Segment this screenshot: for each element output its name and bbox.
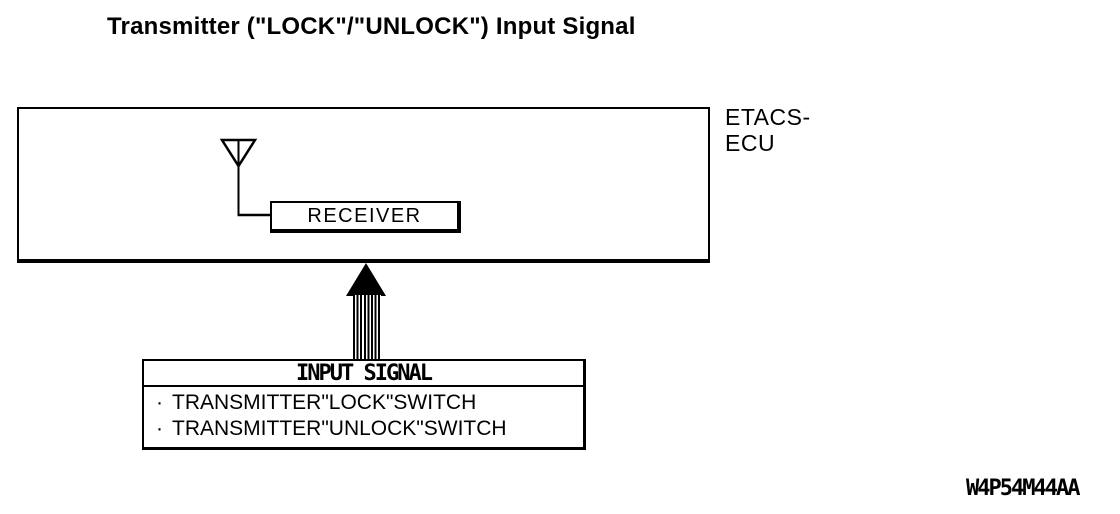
figure-code: W4P54M44AA <box>966 476 1080 501</box>
bullet-icon: · <box>156 391 163 414</box>
etacs-ecu-box <box>17 107 710 263</box>
receiver-box: RECEIVER <box>270 201 461 233</box>
receiver-label: RECEIVER <box>307 204 422 227</box>
input-item-label: TRANSMITTER"LOCK"SWITCH <box>172 391 477 414</box>
etacs-ecu-label: ETACS- ECU <box>725 104 811 156</box>
input-signal-header: INPUT SIGNAL <box>144 361 583 387</box>
input-signal-box: INPUT SIGNAL · TRANSMITTER"LOCK"SWITCH ·… <box>142 359 586 450</box>
signal-arrow-shaft <box>353 295 381 359</box>
signal-arrow-icon <box>346 263 386 296</box>
bullet-icon: · <box>156 417 163 440</box>
etacs-ecu-label-line1: ETACS- <box>725 104 811 130</box>
etacs-ecu-label-line2: ECU <box>725 130 776 156</box>
list-item: · TRANSMITTER"UNLOCK"SWITCH <box>156 416 577 442</box>
input-signal-list: · TRANSMITTER"LOCK"SWITCH · TRANSMITTER"… <box>144 387 583 442</box>
figure-title: Transmitter ("LOCK"/"UNLOCK") Input Sign… <box>107 13 636 40</box>
input-item-label: TRANSMITTER"UNLOCK"SWITCH <box>172 417 507 440</box>
list-item: · TRANSMITTER"LOCK"SWITCH <box>156 390 577 416</box>
antenna-icon <box>219 138 271 217</box>
